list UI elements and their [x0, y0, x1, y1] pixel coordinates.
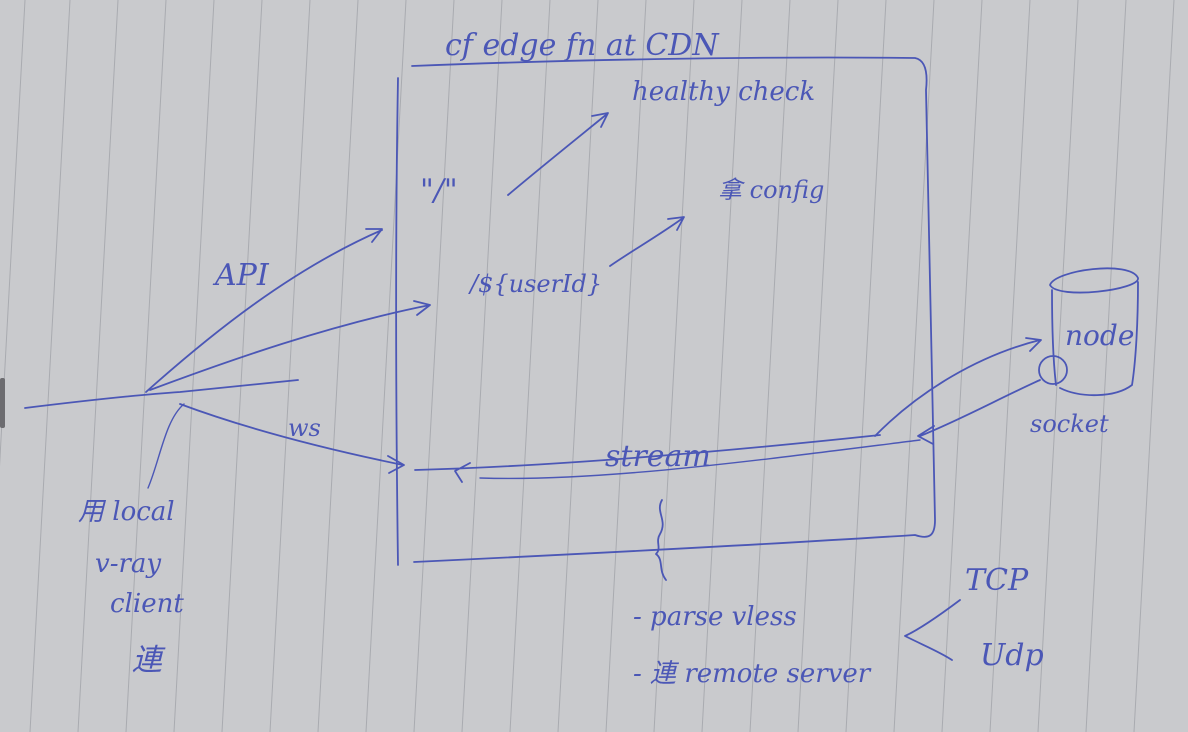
- socket-circle: [1038, 355, 1068, 385]
- arrow-root-to-health: [507, 112, 609, 196]
- step-remote-server: - 連 remote server: [633, 659, 872, 689]
- route-root: "/": [420, 173, 458, 208]
- ws-label: ws: [288, 414, 321, 442]
- arrow-ws: [179, 403, 405, 474]
- arrow-api-user: [149, 300, 431, 391]
- client-input-line: [24, 379, 299, 409]
- node-cylinder: [1049, 267, 1139, 397]
- stream-arrow: [414, 434, 881, 483]
- stream-lower-curve: [479, 439, 921, 480]
- client-line-1: 用 local: [78, 497, 175, 527]
- health-check-label: healthy check: [632, 77, 815, 107]
- client-line-3: client: [110, 589, 184, 619]
- client-line-4: 連: [132, 643, 166, 678]
- stream-brace: [655, 499, 667, 581]
- socket-label: socket: [1030, 410, 1109, 438]
- api-label: API: [212, 258, 270, 293]
- arrow-to-node: [874, 337, 1042, 437]
- arrow-api-root: [145, 228, 383, 393]
- arrow-from-socket: [917, 379, 1041, 445]
- protocol-udp: Udp: [980, 638, 1044, 673]
- client-line-2: v-ray: [95, 549, 161, 579]
- scroll-handle[interactable]: [0, 378, 5, 428]
- step-parse-vless: - parse vless: [633, 602, 797, 632]
- cdn-edge-box: [395, 56, 936, 566]
- arrow-user-to-config: [609, 216, 685, 267]
- protocol-tcp: TCP: [965, 563, 1029, 598]
- route-user: /${userId}: [468, 270, 602, 298]
- protocol-bracket: [904, 599, 961, 661]
- client-curve: [147, 403, 185, 489]
- config-label: 拿 config: [718, 176, 824, 204]
- edge-title: cf edge fn at CDN: [445, 28, 720, 63]
- stream-label: stream: [605, 439, 711, 474]
- node-label: node: [1065, 319, 1134, 352]
